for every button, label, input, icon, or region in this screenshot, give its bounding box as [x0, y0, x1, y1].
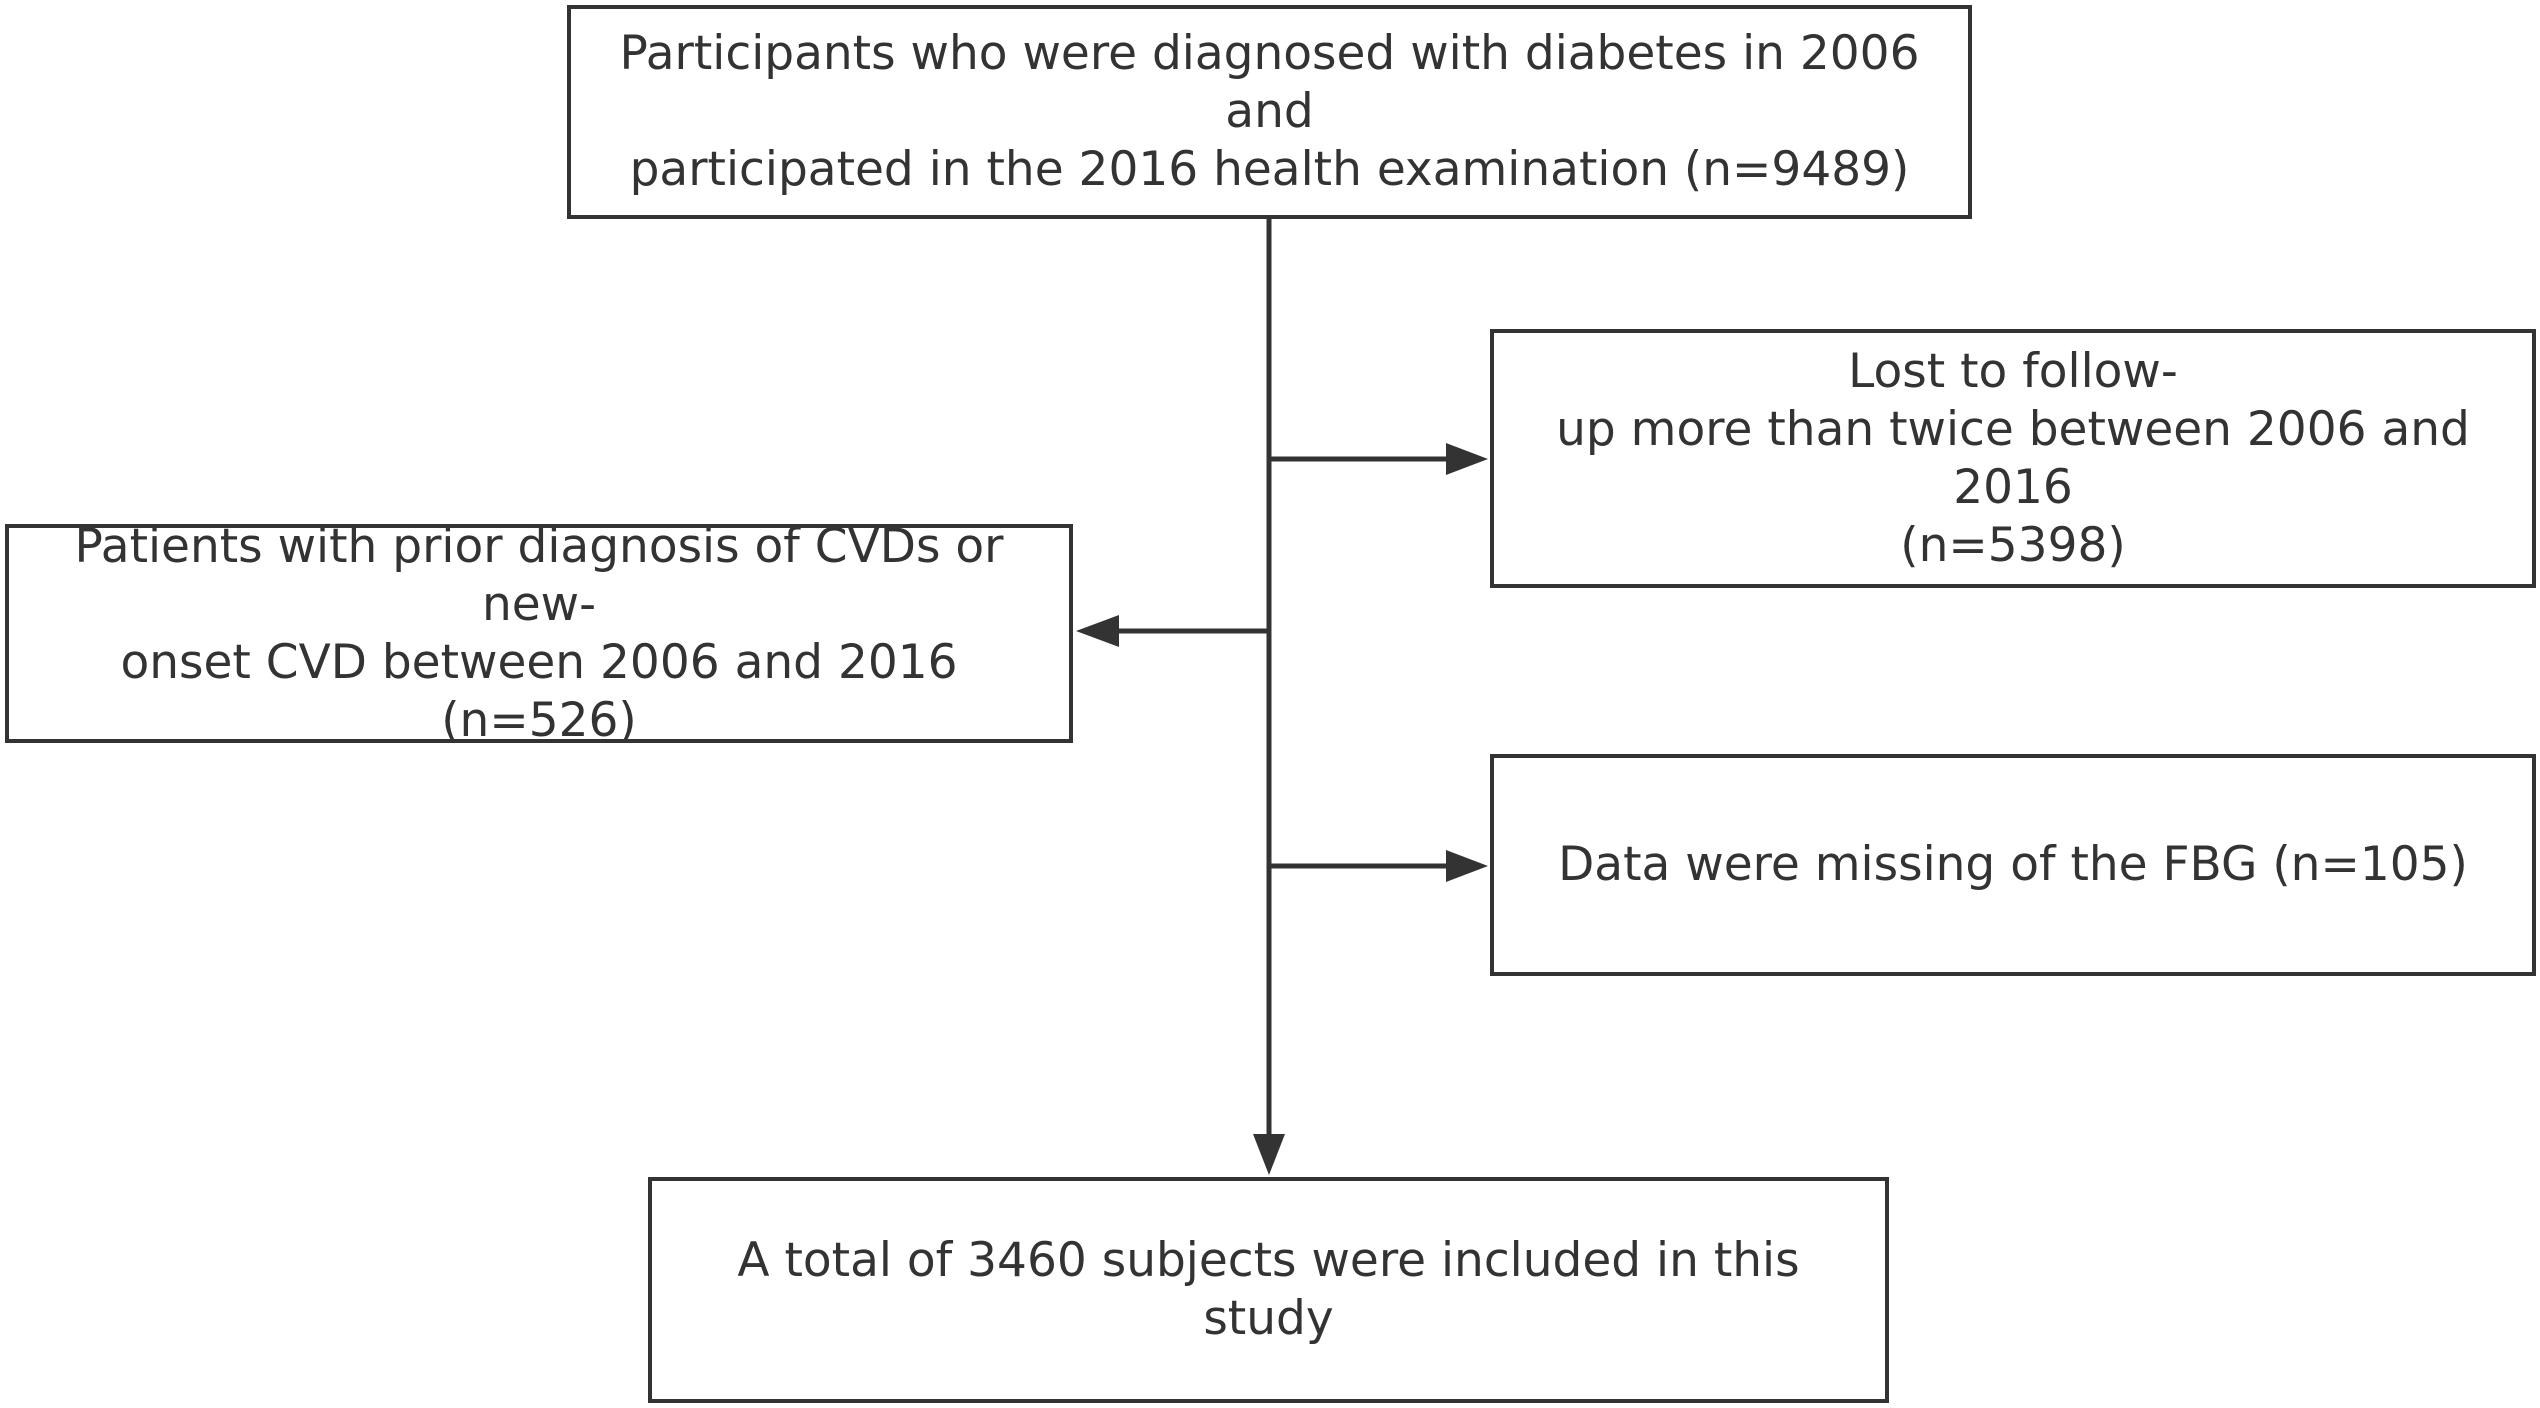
box-text-line: Patients with prior diagnosis of CVDs or… [74, 518, 1004, 632]
box-final-included: A total of 3460 subjects were included i… [648, 1177, 1889, 1403]
box-text-line: (n=5398) [1900, 517, 2126, 573]
box-text-line: participated in the 2016 health examinat… [629, 142, 1910, 197]
arrow-to-lost-follow-up [1446, 443, 1488, 475]
box-lost-to-follow-up: Lost to follow- up more than twice betwe… [1490, 329, 2536, 588]
box-initial-participants: Participants who were diagnosed with dia… [567, 5, 1972, 219]
box-cvd-excluded: Patients with prior diagnosis of CVDs or… [5, 519, 1073, 748]
box-text-line: onset CVD between 2006 and 2016 (n=526) [120, 634, 958, 748]
box-fbg-missing: Data were missing of the FBG (n=105) [1490, 754, 2536, 976]
box-text-line: Lost to follow- [1848, 343, 2178, 399]
box-text-line: A total of 3460 subjects were included i… [737, 1233, 1800, 1346]
arrow-to-cvd [1076, 615, 1119, 647]
box-text-line: Data were missing of the FBG (n=105) [1558, 837, 2468, 892]
box-text-line: up more than twice between 2006 and 2016 [1556, 401, 2470, 515]
arrow-to-fbg-missing [1446, 850, 1488, 882]
box-text-line: Participants who were diagnosed with dia… [619, 26, 1920, 139]
arrow-to-total [1253, 1134, 1285, 1175]
